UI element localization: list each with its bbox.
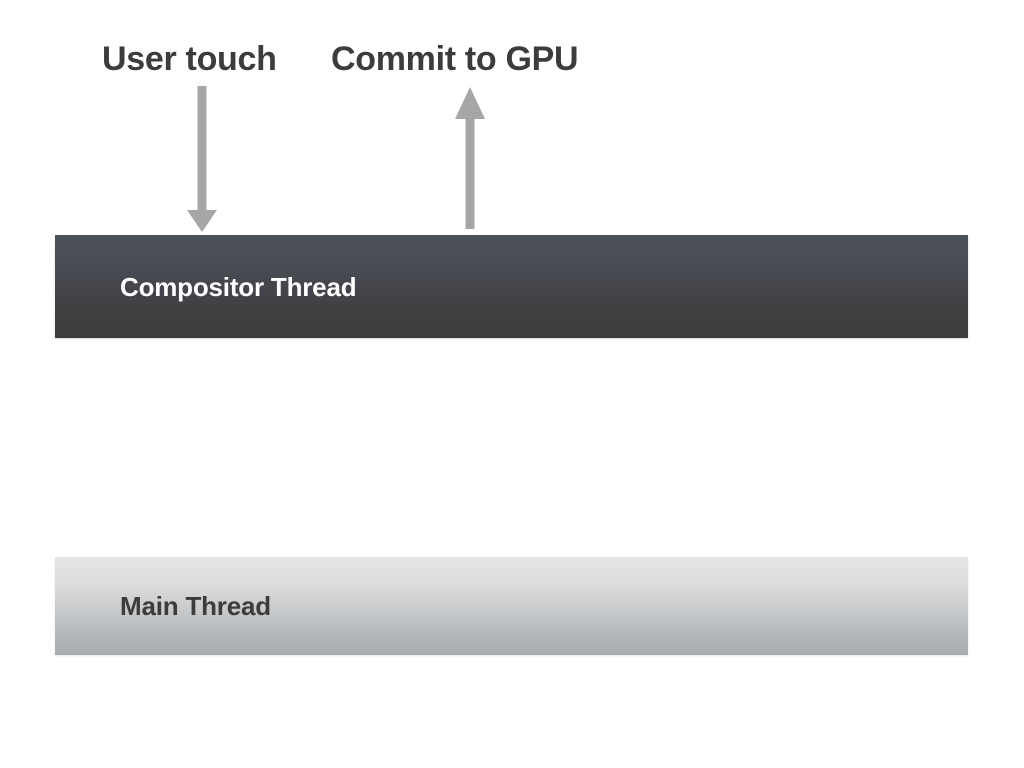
annotation-label-user-touch: User touch [102, 40, 277, 78]
arrow-down-icon [181, 86, 223, 234]
thread-bar-main-thread: Main Thread [55, 557, 968, 655]
thread-bar-label-main-thread: Main Thread [120, 591, 271, 621]
thread-bar-label-compositor-thread: Compositor Thread [120, 271, 357, 302]
thread-bar-compositor-thread: Compositor Thread [55, 235, 968, 338]
annotation-label-commit-to-gpu: Commit to GPU [331, 40, 579, 78]
arrow-up-icon [448, 85, 492, 231]
